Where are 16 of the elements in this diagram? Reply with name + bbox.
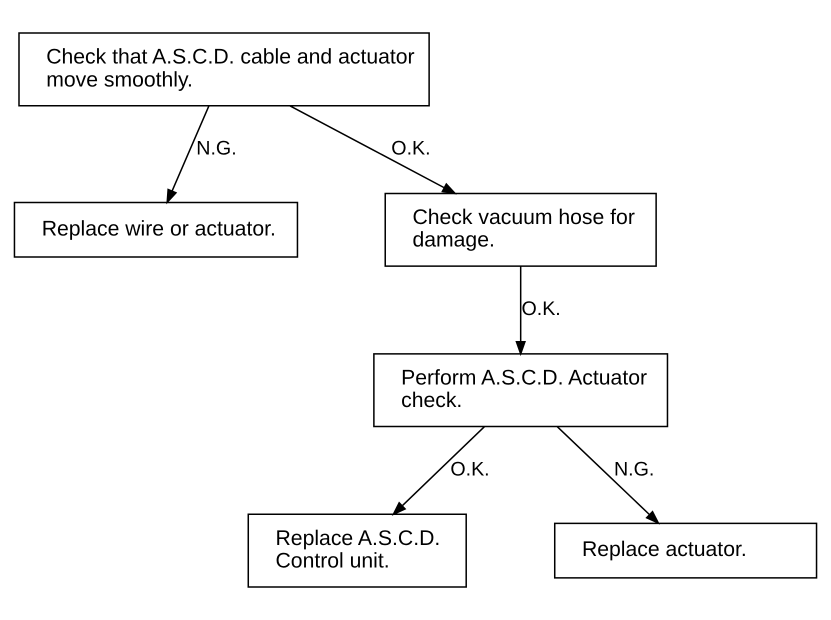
node-box: Perform A.S.C.D. Actuator check. [373, 353, 668, 428]
node-box: Replace actuator. [554, 522, 818, 579]
arrow [166, 106, 210, 204]
edge-label: N.G. [614, 458, 654, 481]
node-box: Check vacuum hose for damage. [384, 192, 657, 267]
arrow [392, 426, 485, 516]
node-box: Replace A.S.C.D. Control unit. [248, 514, 467, 588]
node-box: Replace wire or actuator. [14, 202, 298, 258]
edge-label: O.K. [391, 138, 431, 160]
arrow [515, 266, 526, 356]
edge-label: O.K. [521, 298, 561, 320]
arrow [290, 105, 458, 195]
node-box: Check that A.S.C.D. cable and actuator move smoothly. [18, 32, 430, 106]
arrow [556, 426, 660, 525]
edge-label: N.G. [196, 138, 237, 160]
edge-label: O.K. [450, 458, 490, 481]
